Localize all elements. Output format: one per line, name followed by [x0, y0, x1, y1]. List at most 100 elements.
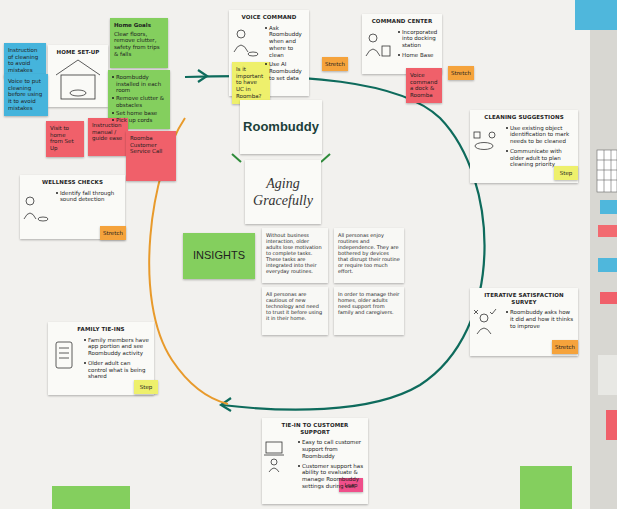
card-bullet: Older adult can control what is being sh…	[84, 360, 150, 380]
app-line	[59, 353, 69, 354]
tag-text: Stretch	[555, 344, 575, 351]
head	[271, 459, 277, 465]
step-tag: Step	[134, 380, 158, 394]
note-bullet: Roombuddy installed in each room	[112, 74, 166, 94]
step-tag: Step	[554, 166, 578, 180]
card-bullet: Roombuddy asks how it did and how it thi…	[506, 309, 574, 329]
arrowhead	[198, 70, 207, 82]
tag-text: Stretch	[103, 230, 123, 237]
insight-note: All personas enjoy routines and independ…	[334, 228, 404, 283]
sticky-note: Instruction manual / guide ease	[88, 118, 128, 156]
check-mark	[490, 309, 496, 314]
title-text: Roombuddy	[243, 119, 319, 135]
card-heading: VOICE COMMAND	[233, 14, 305, 21]
wellness-sketch	[24, 197, 48, 221]
sticky-note	[598, 258, 617, 272]
card-heading: HOME SET-UP	[52, 49, 104, 56]
roof	[56, 60, 100, 75]
body	[366, 49, 380, 56]
robot-sketch	[474, 132, 495, 150]
grid-line	[597, 180, 617, 181]
insight-text: All personas are cautious of new technol…	[266, 291, 324, 321]
grid-line	[597, 160, 617, 161]
wall	[590, 0, 617, 509]
sticky-note	[575, 0, 617, 30]
paper-sheet	[598, 355, 617, 395]
sketch-note: HOME SET-UP	[48, 45, 108, 107]
app-line	[59, 358, 69, 359]
sticky-note: Instruction of cleaning to avoid mistake…	[4, 43, 46, 78]
card-bullet: Use AI Roombuddy to set data	[265, 61, 305, 81]
note-text: Voice to put cleaning before using it to…	[8, 78, 44, 112]
tag-text: Stretch	[325, 61, 345, 68]
laptop	[266, 442, 282, 453]
sticky-note	[598, 225, 617, 237]
body	[234, 45, 248, 52]
body	[24, 213, 36, 219]
whiteboard	[0, 0, 592, 509]
tag-text: Stretch	[451, 70, 471, 77]
card-bullet: Incorporated into docking station	[398, 29, 438, 49]
head	[237, 30, 245, 38]
sticky-note: Home GoalsClear floors, remove clutter, …	[110, 18, 168, 68]
insight-note: All personas are cautious of new technol…	[262, 287, 328, 335]
cross-mark	[474, 310, 478, 314]
stretch-tag: Stretch	[100, 226, 126, 240]
card-heading: COMMAND CENTER	[366, 18, 438, 25]
question-note: Is it important to have UC in Roomba?	[232, 62, 270, 104]
stretch-tag: Stretch	[448, 66, 474, 80]
card-heading: FAMILY TIE-INS	[52, 326, 150, 333]
phone	[56, 342, 72, 368]
card-bullet: Home Base	[398, 52, 438, 59]
sticky-note: Voice to put cleaning before using it to…	[4, 74, 48, 116]
insight-note: Without business interaction, older adul…	[262, 228, 328, 283]
card-bullet: Ask Roombuddy when and where to clean	[265, 25, 305, 59]
note-text: Is it important to have UC in Roomba?	[236, 66, 266, 100]
grid-line	[611, 150, 612, 192]
insight-text: Without business interaction, older adul…	[266, 232, 324, 274]
dock	[382, 46, 390, 56]
card-bullet: Use existing object identification to ma…	[506, 125, 574, 145]
insight-note: In order to manage their homes, older ad…	[334, 287, 404, 335]
calendar-sheet	[597, 150, 617, 192]
sticky-note	[606, 410, 617, 440]
card-heading: ITERATIVE SATISFACTION SURVEY	[474, 292, 574, 305]
tag-text: Leap	[344, 482, 357, 489]
person-sketch	[366, 34, 390, 56]
support-sketch	[264, 442, 284, 472]
robot	[38, 217, 48, 221]
object	[489, 132, 495, 138]
note-text: Voice command a dock & Roomba	[410, 72, 438, 99]
theme-text: Aging Gracefully	[249, 175, 317, 210]
app-line	[59, 348, 69, 349]
body	[477, 328, 491, 334]
note-text: Visit to home from Set Up	[50, 125, 80, 152]
survey-sketch	[474, 309, 496, 334]
accent-stroke	[232, 154, 241, 162]
sticky-note	[52, 486, 130, 509]
card-bullet: Communicate with older adult to plan cle…	[506, 148, 574, 168]
insights-note: INSIGHTS	[183, 233, 255, 279]
grid-line	[597, 170, 617, 171]
grid-line	[604, 150, 605, 192]
card-bullet: Easy to call customer support from Roomb…	[298, 439, 364, 459]
sticky-note: Visit to home from Set Up	[46, 121, 84, 157]
head	[369, 34, 377, 42]
head	[480, 314, 488, 322]
head	[26, 197, 34, 205]
insight-text: All personas enjoy routines and independ…	[338, 232, 400, 274]
concept-card: COMMAND CENTER Incorporated into docking …	[362, 14, 442, 74]
robot	[248, 52, 258, 56]
note-bullet: Remove clutter & obstacles	[112, 95, 166, 108]
theme-note: Aging Gracefully	[245, 160, 321, 224]
sticky-note: Roomba Customer Service Call	[126, 131, 176, 181]
body	[269, 468, 279, 472]
laptop-base	[264, 455, 284, 456]
title-note: Roombuddy	[240, 100, 322, 154]
note-text: Instruction of cleaning to avoid mistake…	[8, 47, 42, 74]
sticky-note	[600, 292, 617, 304]
robot	[475, 143, 493, 150]
insights-label: INSIGHTS	[193, 249, 245, 262]
tag-text: Step	[560, 170, 573, 177]
